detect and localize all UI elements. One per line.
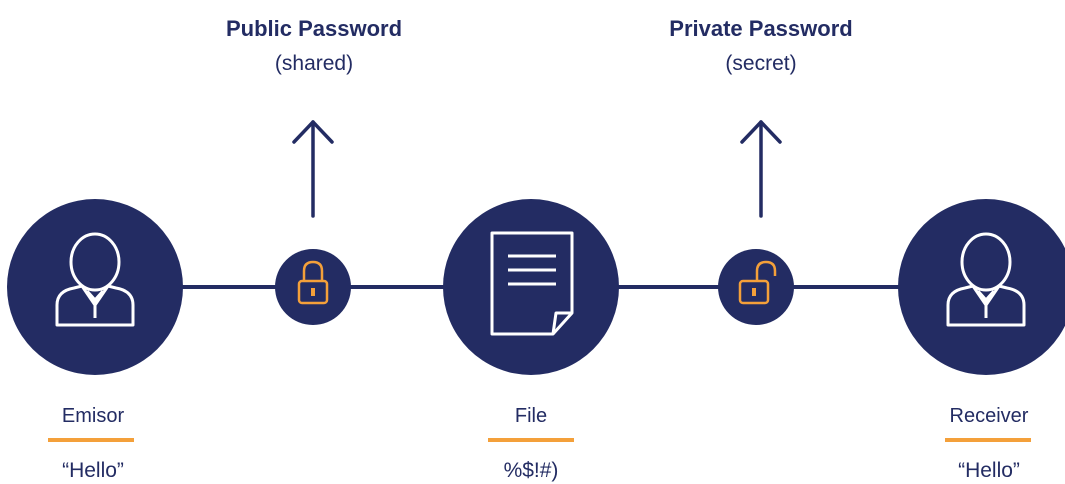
private-password-arrow [740, 120, 782, 218]
private-lock-node [718, 249, 794, 325]
emisor-message: “Hello” [62, 459, 124, 482]
private-password-subtitle: (secret) [725, 52, 797, 75]
locked-padlock-icon [297, 260, 329, 305]
private-password-title: Private Password [669, 16, 853, 41]
public-password-title: Public Password [225, 16, 403, 41]
emisor-underline [48, 438, 134, 442]
document-icon [490, 231, 574, 336]
public-lock-node [275, 249, 351, 325]
receiver-underline [945, 438, 1031, 442]
emisor-node [7, 199, 183, 375]
file-label: File [514, 405, 548, 427]
public-password-subtitle: (shared) [274, 52, 354, 75]
receiver-message: “Hello” [958, 459, 1020, 482]
user-icon [55, 232, 135, 327]
public-password-arrow [292, 120, 334, 218]
receiver-node [898, 199, 1065, 375]
unlocked-padlock-icon [738, 260, 777, 305]
receiver-label: Receiver [949, 405, 1029, 427]
emisor-label: Emisor [61, 405, 125, 427]
file-node [443, 199, 619, 375]
file-underline [488, 438, 574, 442]
user-icon [946, 232, 1026, 327]
file-message: %$!#) [503, 459, 559, 482]
